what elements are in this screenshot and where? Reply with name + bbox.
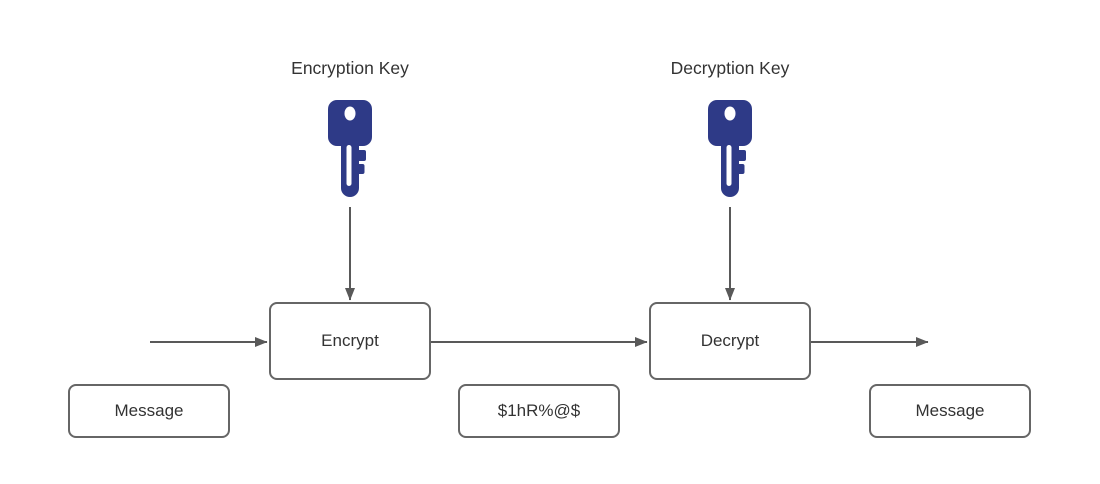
message-output-label: Message [915, 401, 985, 420]
key-icon [708, 100, 752, 197]
decryption-key-label: Decryption Key [670, 58, 790, 78]
key-icon [328, 100, 372, 197]
decrypt-node-label: Decrypt [700, 331, 760, 350]
encryption-key-label: Encryption Key [291, 58, 409, 78]
encrypt-node: Encrypt [269, 302, 431, 380]
ciphertext-label: $1hR%@$ [497, 401, 581, 420]
encrypt-node-label: Encrypt [321, 331, 379, 350]
message-input-label: Message [114, 401, 184, 420]
decrypt-node: Decrypt [649, 302, 811, 380]
message-output-node: Message [869, 384, 1031, 438]
message-input-node: Message [68, 384, 230, 438]
ciphertext-node: $1hR%@$ [458, 384, 620, 438]
